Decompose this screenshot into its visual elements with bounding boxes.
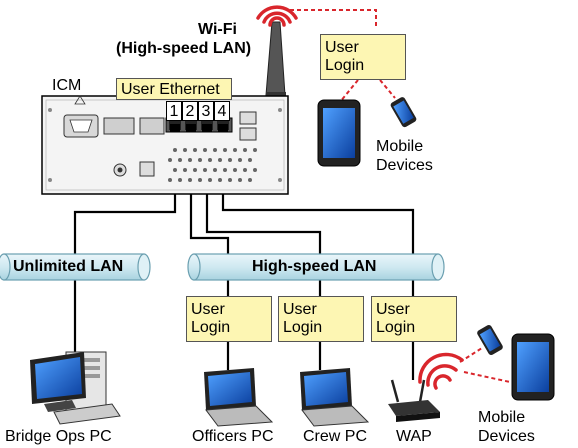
user-login-line1: User	[325, 39, 359, 56]
user-login-box-wap: User Login	[371, 296, 457, 342]
phone-icon	[477, 324, 503, 356]
unlimited-lan-label: Unlimited LAN	[13, 258, 124, 275]
user-ethernet-box: User Ethernet	[116, 78, 232, 100]
user-login-line1: User	[283, 301, 317, 318]
user-login-line2: Login	[191, 319, 231, 336]
phone-icon	[390, 97, 417, 128]
wifi-icon-wap	[418, 352, 464, 390]
user-login-line1: User	[191, 301, 225, 318]
user-ethernet-label: User Ethernet	[121, 81, 220, 98]
tablet-icon	[511, 333, 555, 401]
icm-device	[41, 21, 289, 195]
wap-router-icon	[388, 379, 440, 422]
officers-pc-label: Officers PC	[192, 428, 274, 445]
laptop-icon	[204, 368, 274, 427]
unlimited-lan-pipe	[0, 253, 151, 281]
wap-label: WAP	[396, 428, 432, 445]
user-login-box-officers: User Login	[186, 296, 272, 342]
mobile-devices-line2: Devices	[376, 157, 433, 174]
wifi-title: Wi-Fi	[198, 21, 237, 38]
user-login-line2: Login	[283, 319, 323, 336]
port-4: 4	[214, 101, 230, 121]
wifi-subtitle: (High-speed LAN)	[116, 40, 252, 57]
user-login-line2: Login	[325, 57, 365, 74]
bridge-ops-pc-label: Bridge Ops PC	[5, 428, 112, 445]
port-3: 3	[198, 101, 214, 121]
user-login-line1: User	[376, 301, 410, 318]
wifi-dotted-links	[290, 9, 511, 383]
crew-pc-label: Crew PC	[303, 428, 368, 445]
laptop-icon	[300, 368, 370, 427]
port-1: 1	[166, 101, 182, 121]
icm-label: ICM	[52, 77, 82, 94]
wifi-icon-icm	[256, 5, 298, 27]
mobile-devices-line1: Mobile	[376, 138, 424, 155]
ethernet-plugs	[170, 124, 228, 132]
mobile-devices-line1: Mobile	[478, 409, 526, 426]
mobile-devices-label-top: Mobile Devices	[376, 137, 433, 175]
desktop-pc-icon	[30, 351, 121, 425]
port-2: 2	[182, 101, 198, 121]
highspeed-lan-pipe	[187, 253, 445, 281]
user-login-line2: Login	[376, 319, 416, 336]
tablet-icon	[317, 99, 361, 167]
mobile-devices-label-bottom: Mobile Devices	[478, 408, 535, 446]
user-login-box-wifi: User Login	[320, 34, 406, 80]
mobile-devices-line2: Devices	[478, 428, 535, 445]
user-login-box-crew: User Login	[278, 296, 364, 342]
highspeed-lan-label: High-speed LAN	[252, 258, 377, 275]
